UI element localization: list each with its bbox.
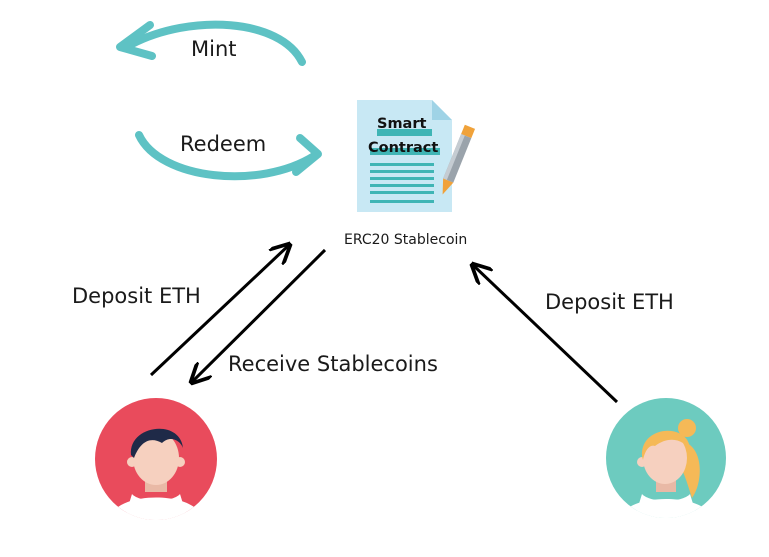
document-icon: Smart Contract (357, 100, 452, 212)
curved-arrow-right-icon (135, 131, 318, 181)
deposit-arrow-right (474, 266, 619, 404)
receive-label: Receive Stablecoins (228, 352, 438, 376)
deposit-label-left: Deposit ETH (72, 284, 201, 308)
mint-arrow (116, 20, 306, 66)
curved-arrow-left-icon (128, 20, 306, 66)
male-avatar-icon (95, 398, 217, 520)
deposit-label-right: Deposit ETH (545, 290, 674, 314)
receive-arrow (193, 248, 327, 381)
mint-label: Mint (191, 37, 237, 61)
deposit-arrow-left (149, 246, 288, 377)
redeem-arrow (135, 131, 322, 181)
doc-highlight-1 (377, 129, 432, 136)
contract-caption: ERC20 Stablecoin (344, 232, 467, 248)
doc-highlight-2 (370, 148, 440, 155)
mint-arrowhead (116, 21, 156, 60)
pencil-icon (442, 124, 476, 195)
contract-title-line2: Contract (368, 140, 438, 156)
redeem-arrowhead (292, 134, 322, 176)
female-avatar-icon (606, 398, 726, 518)
contract-title-line1: Smart (377, 116, 426, 132)
redeem-label: Redeem (180, 132, 266, 156)
